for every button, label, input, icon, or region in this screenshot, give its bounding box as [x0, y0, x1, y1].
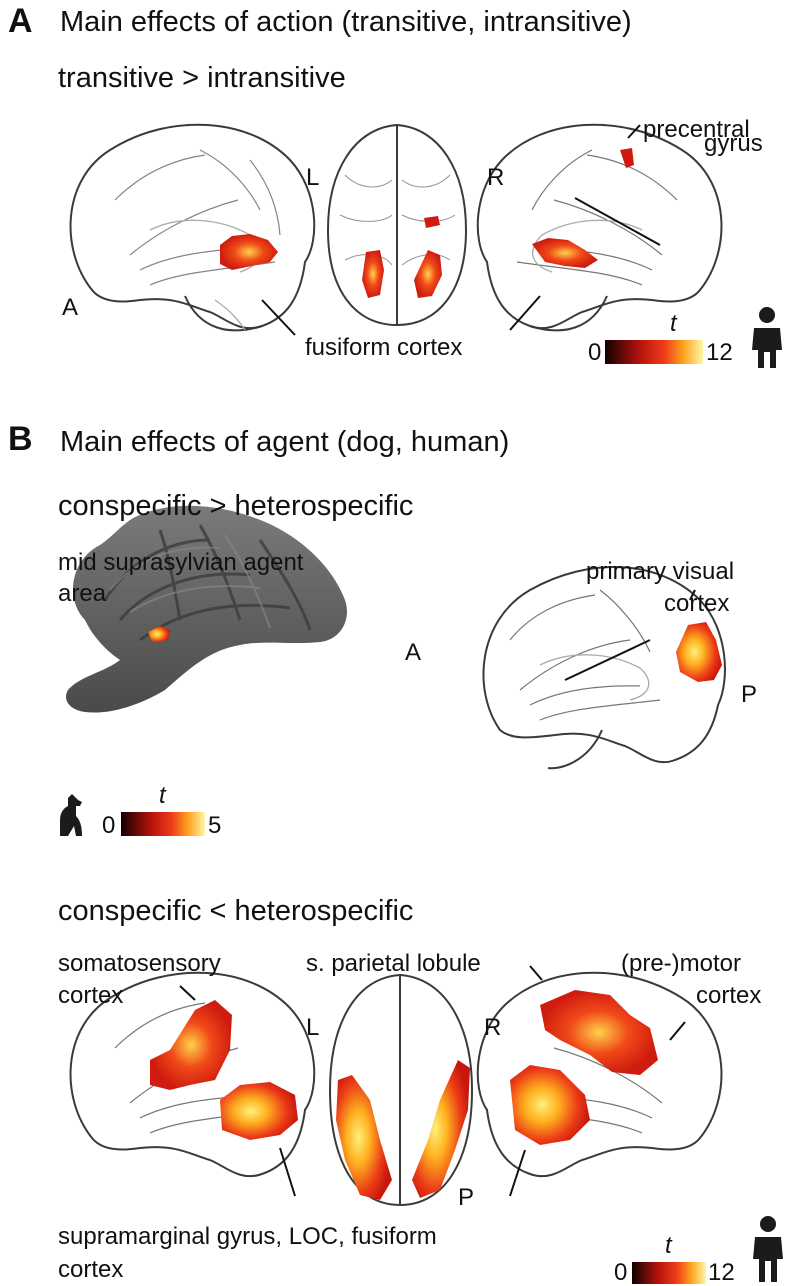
human-icon	[752, 307, 782, 368]
activation-blob	[412, 1060, 470, 1198]
human-icon	[753, 1216, 783, 1282]
brain-axial-b2	[328, 973, 474, 1207]
precentral-label-line2: gyrus	[704, 130, 763, 157]
brain-axial-a	[326, 123, 468, 327]
colorbar-a-variable: t	[670, 310, 677, 337]
panel-a-title: Main effects of action (transitive, intr…	[60, 6, 632, 38]
activation-blob	[540, 990, 658, 1075]
precentral-label-line1: precentral	[643, 116, 750, 143]
colorbar-dog-variable: t	[159, 782, 166, 809]
dog-brain-render	[65, 505, 348, 713]
anterior-label: A	[62, 294, 79, 321]
activation-blob	[424, 216, 440, 228]
activation-blob	[676, 622, 722, 682]
panel-b-contrast-1: conspecific > heterospecific	[58, 490, 414, 522]
posterior-label-b: P	[741, 681, 758, 708]
activation-blob	[148, 626, 170, 642]
colorbar-a-min: 0	[588, 339, 602, 366]
v1-label-line1: primary visual	[586, 558, 735, 585]
left-hemisphere-label: L	[306, 164, 320, 191]
bottom-label-line2: cortex	[58, 1256, 124, 1283]
activation-blob	[220, 234, 278, 270]
panel-b-contrast-2: conspecific < heterospecific	[58, 895, 414, 927]
panel-b-title: Main effects of agent (dog, human)	[60, 426, 510, 458]
fusiform-label: fusiform cortex	[305, 334, 463, 361]
brain-right-lateral-a	[476, 123, 723, 332]
activation-blob	[620, 148, 634, 168]
activation-blob	[220, 1082, 298, 1140]
msa-label-line1: mid suprasylvian agent	[58, 549, 304, 576]
msa-label-line2: area	[58, 580, 107, 607]
premotor-label-line1: (pre-)motor	[621, 950, 742, 977]
right-hemisphere-label: R	[487, 164, 505, 191]
colorbar-human-min: 0	[614, 1259, 628, 1286]
colorbar-dog	[121, 812, 205, 836]
somato-label-line2: cortex	[58, 982, 124, 1009]
activation-blob	[336, 1075, 392, 1200]
activation-blob	[362, 250, 384, 298]
colorbar-a	[605, 340, 703, 364]
bottom-label-line1: supramarginal gyrus, LOC, fusiform	[58, 1223, 437, 1250]
anterior-label-b: A	[405, 639, 422, 666]
brain-right-lateral-b1	[482, 566, 726, 770]
right-hemisphere-label-b: R	[484, 1014, 502, 1041]
brain-left-lateral-a	[69, 123, 316, 332]
activation-blob	[532, 238, 598, 268]
brain-left-lateral-b2	[69, 971, 316, 1178]
dog-icon	[60, 794, 82, 836]
activation-blob	[510, 1065, 590, 1145]
colorbar-human-b	[632, 1262, 706, 1284]
brain-right-lateral-b2	[476, 971, 723, 1178]
colorbar-dog-max: 5	[208, 812, 222, 839]
colorbar-human-max: 12	[708, 1259, 735, 1286]
activation-blob	[414, 250, 442, 298]
left-hemisphere-label-b: L	[306, 1014, 320, 1041]
posterior-label-b2: P	[458, 1184, 475, 1211]
v1-label-line2: cortex	[664, 590, 730, 617]
panel-a-contrast: transitive > intransitive	[58, 62, 346, 94]
colorbar-human-variable: t	[665, 1232, 672, 1259]
panel-b-letter: B	[8, 420, 33, 458]
spl-label: s. parietal lobule	[306, 950, 481, 977]
premotor-label-line2: cortex	[696, 982, 762, 1009]
colorbar-a-max: 12	[706, 339, 733, 366]
somato-label-line1: somatosensory	[58, 950, 221, 977]
colorbar-dog-min: 0	[102, 812, 116, 839]
panel-a-letter: A	[8, 2, 33, 40]
activation-blob	[150, 1000, 232, 1090]
